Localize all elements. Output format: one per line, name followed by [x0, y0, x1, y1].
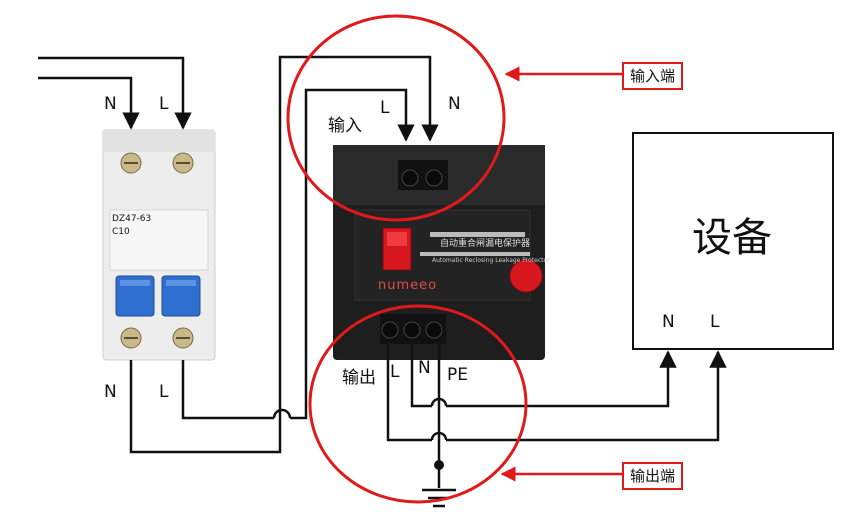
output-label: 输出 [342, 368, 376, 388]
input-label: 输入 [328, 116, 362, 136]
breaker-rating-text: C10 [112, 227, 130, 237]
breaker-l-to-input-l [181, 360, 274, 420]
input-terminal-l [401, 169, 419, 187]
protector-subtitle-text: Automatic Reclosing Leakage Protector [432, 257, 550, 264]
ground-node [434, 460, 444, 470]
input-end-callout: 输入端 [622, 62, 684, 90]
breaker-model-text: DZ47-63 [112, 214, 152, 224]
breaker-top-l-label: L [159, 94, 169, 114]
circuit-breaker [102, 129, 216, 361]
output-terminal-pe [425, 321, 443, 339]
breaker-bottom-n-label: N [104, 382, 117, 402]
output-n-to-device-n [410, 344, 432, 408]
device-box [632, 132, 834, 350]
output-l-label: L [390, 362, 400, 382]
output-pe-label: PE [447, 365, 468, 385]
output-highlight-circle [308, 304, 528, 504]
wires [38, 55, 727, 508]
highlights [286, 14, 622, 504]
breaker-top-n-label: N [104, 94, 117, 114]
protector-brand-text: numeeo [378, 278, 438, 293]
output-l-to-device-l [386, 344, 432, 442]
test-button [509, 259, 543, 293]
input-l-label: L [380, 98, 390, 118]
device-l-label: L [710, 312, 720, 332]
output-n-label: N [418, 358, 431, 378]
supply-l-wire [38, 56, 192, 130]
input-n-label: N [448, 94, 461, 114]
protector-name-text: 自动重合闸漏电保护器 [440, 239, 531, 249]
input-terminal-n [425, 169, 443, 187]
breaker-bottom-l-label: L [159, 382, 169, 402]
supply-n-wire [38, 76, 140, 130]
output-terminal-n [403, 321, 421, 339]
leakage-protector [333, 145, 545, 360]
device-n-label: N [662, 312, 675, 332]
output-terminal-l [381, 321, 399, 339]
output-end-callout: 输出端 [622, 462, 684, 490]
device-title: 设备 [692, 215, 772, 261]
input-highlight-circle [286, 14, 506, 222]
breaker-n-to-input-n [129, 55, 439, 454]
